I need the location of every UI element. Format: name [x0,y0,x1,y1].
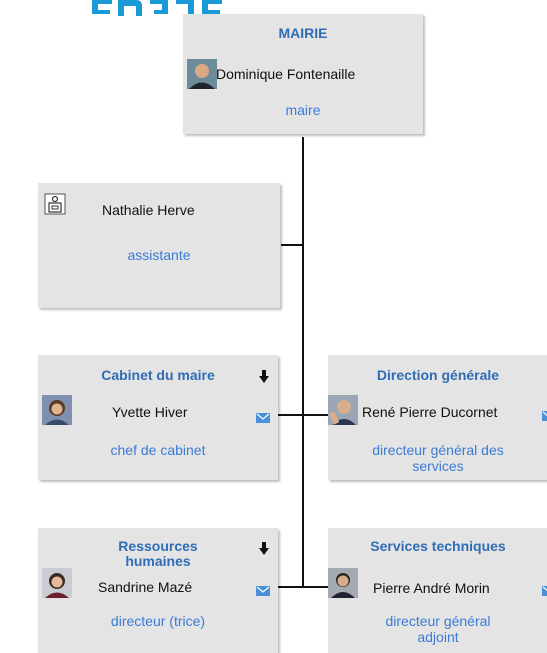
node-title: Direction générale [328,368,547,383]
connector-tech [303,586,328,588]
connector-cabinet [278,414,303,416]
person-name: Pierre André Morin [373,580,490,596]
org-node-assistant[interactable]: Nathalie Herve assistante [38,183,280,308]
avatar-photo [42,568,72,598]
node-title-text: Direction générale [376,367,500,383]
node-title: MAIRIE [278,25,328,41]
mail-icon[interactable] [256,410,270,428]
mail-icon[interactable] [542,408,547,426]
org-logo-fragment [92,0,242,16]
person-name: Dominique Fontenaille [216,66,356,82]
node-title: Ressources humaines [38,539,278,569]
person-name: René Pierre Ducornet [362,404,498,420]
org-node-direction[interactable]: Direction générale René Pierre Ducornet … [328,355,547,480]
org-node-mairie[interactable]: MAIRIE Dominique Fontenaille maire [183,14,423,134]
trunk-line [302,137,304,587]
node-title-text: Services techniques [370,538,506,554]
avatar-photo [187,59,217,89]
connector-assistant [281,244,303,246]
person-placeholder-icon [44,193,66,220]
expand-down-arrow-icon[interactable] [259,370,269,389]
role-line-1: directeur général des [372,442,504,458]
person-name: Sandrine Mazé [98,579,193,595]
avatar-photo [328,568,358,598]
expand-down-arrow-icon[interactable] [259,542,269,561]
mail-icon[interactable] [256,583,270,601]
org-node-rh[interactable]: Ressources humaines Sandrine Mazé direct… [38,528,278,653]
org-node-tech[interactable]: Services techniques Pierre André Morin d… [328,528,547,653]
org-node-cabinet[interactable]: Cabinet du maire Yvette Hiver chef de ca… [38,355,278,480]
person-role: directeur (trice) [110,613,206,629]
node-title: Services techniques [328,539,547,554]
title-line-2: humaines [125,553,191,569]
avatar-photo [328,395,358,425]
connector-rh [278,586,303,588]
node-title: Cabinet du maire [101,367,215,383]
role-line-1: directeur général [385,613,491,629]
person-role: maire [285,102,321,118]
person-role: assistante [127,247,191,263]
person-role: directeur général des services [328,442,547,474]
role-line-2: services [412,458,464,474]
mail-icon[interactable] [542,583,547,601]
person-name: Nathalie Herve [102,202,195,218]
title-line-1: Ressources [118,538,198,554]
role-line-2: adjoint [417,629,459,645]
avatar-photo [42,395,72,425]
person-role: chef de cabinet [110,442,206,458]
connector-direction [303,414,328,416]
person-name: Yvette Hiver [112,404,188,420]
person-role: directeur général adjoint [328,613,547,645]
